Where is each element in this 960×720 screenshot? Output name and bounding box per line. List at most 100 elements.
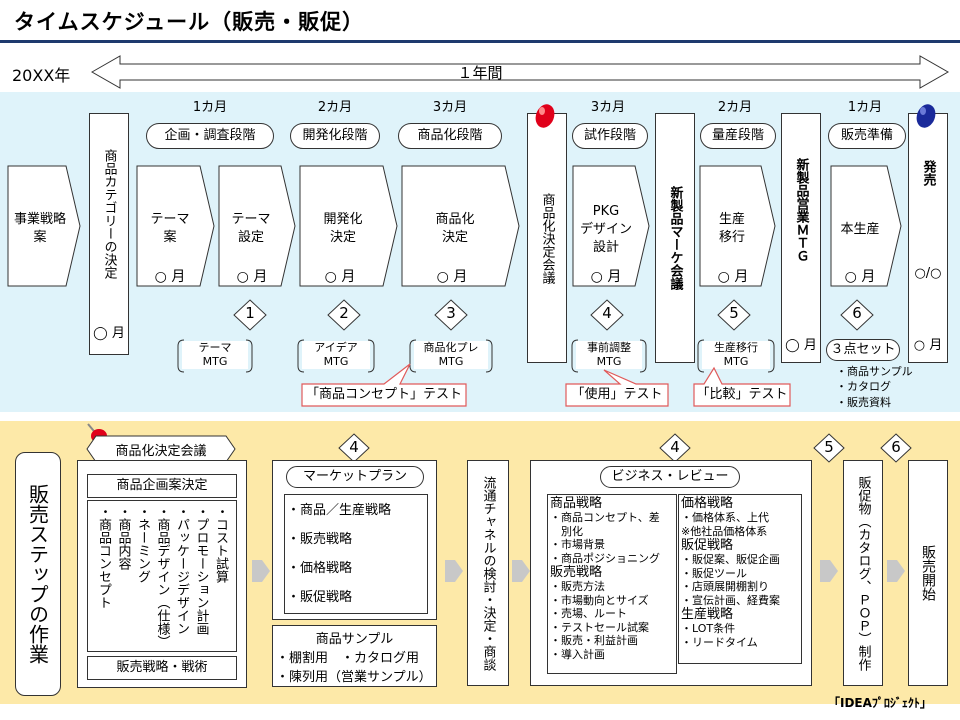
market-item-price: ・価格戦略 — [287, 561, 353, 576]
sales-meeting-label: 新製品営業ＭＴＧ — [793, 158, 809, 262]
step-production-transfer: 生産 移行 — [718, 212, 745, 245]
review-left-line: ・商品ポジショニング — [550, 551, 660, 565]
mtg-idea: アイデア MTG — [302, 341, 370, 369]
duration-3: 3カ月 — [432, 100, 468, 115]
sample-panel — [272, 625, 437, 687]
milestone-6: 6 — [852, 304, 862, 322]
release-month: ○ 月 — [910, 334, 946, 353]
decision-meeting-box: 商品化決定会議 — [527, 113, 567, 363]
step-dev-decision: 開発化 決定 — [323, 212, 363, 245]
phase-mass-production: 量産段階 — [700, 123, 776, 149]
mtg-pre-commercialization: 商品化プレ MTG — [414, 341, 488, 369]
step-month-7: ○ 月 — [844, 269, 876, 285]
milestone-1: 1 — [245, 304, 255, 322]
milestone-4: 4 — [602, 304, 612, 322]
plan-item-content: ・商品内容 — [115, 505, 131, 570]
start-sales-label: 販売開始 — [920, 545, 936, 601]
start-sales-box: 販売開始 — [908, 460, 948, 686]
sales-steps-side-title-text: 販売ステップの作業 — [25, 484, 50, 664]
review-left-line: ・市場動向とサイズ — [550, 593, 649, 607]
start-strategy-label: 事業戦略 案 — [13, 212, 66, 245]
duration-6: 1カ月 — [847, 100, 883, 115]
phase-development: 開発化段階 — [290, 123, 380, 149]
sample-line-1: ・棚割用 ・カタログ用 — [276, 651, 420, 666]
promo-materials-label: 販促物（カタログ、ＰＯＰ）制作 — [855, 475, 871, 671]
review-right-line: 価格戦略 — [681, 496, 734, 511]
step-arrows — [7, 165, 902, 287]
review-right-line: ・販促案、販促企画 — [681, 553, 780, 566]
mtg-production-transfer: 生産移行 MTG — [702, 341, 770, 369]
step-month-3: ○ 月 — [324, 269, 356, 285]
review-right-line: ・宣伝計画、経費案 — [681, 593, 780, 607]
market-item-product: ・商品／生産戦略 — [287, 503, 392, 518]
meeting-tag-label: 商品化決定会議 — [115, 444, 207, 459]
plan-header: 商品企画案決定 — [87, 474, 237, 498]
review-left-line: 別化 — [550, 524, 583, 538]
market-plan-list: ・商品／生産戦略 ・販売戦略 ・価格戦略 ・販促戦略 — [284, 494, 428, 614]
review-left-list: 商品戦略・商品コンセプト、差 別化・市場背景・商品ポジショニング販売戦略・販売方… — [550, 496, 676, 661]
plan-columns: ・コスト試算 ・プロモーション計画 ・パッケージデザイン ・商品デザイン（仕様）… — [87, 500, 237, 652]
review-left-line: 商品戦略 — [550, 496, 603, 511]
plan-item-naming: ・ネーミング — [135, 505, 150, 583]
three-set-badge: ３点セット — [826, 339, 900, 361]
review-left-line: ・販売方法 — [550, 580, 605, 593]
review-left-line: ・テストセール試案 — [550, 620, 649, 634]
plan-item-cost: ・コスト試算 — [213, 505, 228, 583]
market-plan-title: マーケットプラン — [286, 466, 424, 488]
bottom-diamonds — [338, 433, 912, 463]
step-month-1: ○ 月 — [154, 269, 186, 285]
test-callouts — [301, 363, 791, 407]
review-left-line: ・販売・利益計画 — [550, 634, 638, 647]
review-right-line: ・価格体系、上代 — [681, 511, 769, 524]
milestone-diamonds — [233, 299, 874, 331]
three-set-item-1: ・商品サンプル — [836, 365, 913, 378]
promo-materials-box: 販促物（カタログ、ＰＯＰ）制作 — [843, 460, 883, 686]
review-left-line: ・市場背景 — [550, 538, 605, 551]
step-mass-production: 本生産 — [840, 222, 880, 237]
category-decision-box: 商品カテゴリーの決定 — [89, 113, 129, 355]
review-right-line: ・販促ツール — [681, 566, 747, 580]
review-right-list: 価格戦略・価格体系、上代※他社品価格体系販促戦略・販促案、販促企画・販促ツール・… — [681, 496, 801, 649]
review-right-line: ・リードタイム — [681, 635, 758, 649]
release-box: 発売 — [908, 113, 948, 363]
plan-item-design: ・商品デザイン（仕様） — [154, 505, 170, 648]
step-month-2: ○ 月 — [236, 269, 268, 285]
channel-label: 流通チャネルの検討・決定・商談 — [480, 475, 496, 671]
three-set-item-2: ・カタログ — [836, 380, 891, 393]
milestone-5: 5 — [729, 304, 739, 322]
mtg-theme: テーマ MTG — [182, 341, 248, 369]
title-rule — [0, 40, 960, 43]
step-month-5: ○ 月 — [590, 269, 622, 285]
plan-item-concept: ・商品コンセプト — [96, 505, 111, 609]
category-decision-label: 商品カテゴリーの決定 — [101, 149, 117, 279]
bottom-milestone-4b: 4 — [670, 438, 680, 456]
phase-sales-prep: 販売準備 — [828, 123, 906, 149]
duration-5: 2カ月 — [717, 100, 753, 115]
phase-planning: 企画・調査段階 — [146, 123, 274, 149]
business-review-title: ビジネス・レビュー — [600, 466, 740, 488]
market-item-promo: ・販促戦略 — [287, 590, 353, 605]
flow-chevrons — [252, 560, 905, 582]
footer-credit: 「IDEAﾌﾟﾛｼﾞｪｸﾄ」 — [828, 696, 932, 710]
phase-prototype: 試作段階 — [572, 123, 648, 149]
year-span-label: １年間 — [457, 64, 503, 82]
sample-title: 商品サンプル — [315, 632, 394, 647]
phase-commercialization: 商品化段階 — [398, 123, 502, 149]
review-right-line: 販促戦略 — [681, 538, 734, 553]
category-month: ◯ 月 — [91, 322, 127, 341]
milestone-3: 3 — [446, 304, 456, 322]
bottom-milestone-6: 6 — [891, 438, 901, 456]
channel-box: 流通チャネルの検討・決定・商談 — [467, 460, 509, 686]
duration-1: 1カ月 — [192, 100, 228, 115]
milestone-2: 2 — [339, 304, 349, 322]
red-pin-icon — [535, 104, 555, 128]
review-right-line: ※他社品価格体系 — [681, 524, 768, 538]
plan-footer: 販売戦略・戦術 — [87, 656, 237, 680]
step-product-decision: 商品化 決定 — [435, 212, 475, 245]
bottom-milestone-4a: 4 — [349, 438, 359, 456]
blue-pin-icon — [916, 104, 936, 128]
sales-meeting-month: ◯ 月 — [783, 334, 819, 353]
review-left-line: ・商品コンセプト、差 — [550, 511, 660, 524]
year-label: 20XX年 — [12, 66, 71, 85]
step-pkg-design: PKG デザイン 設計 — [579, 204, 632, 255]
